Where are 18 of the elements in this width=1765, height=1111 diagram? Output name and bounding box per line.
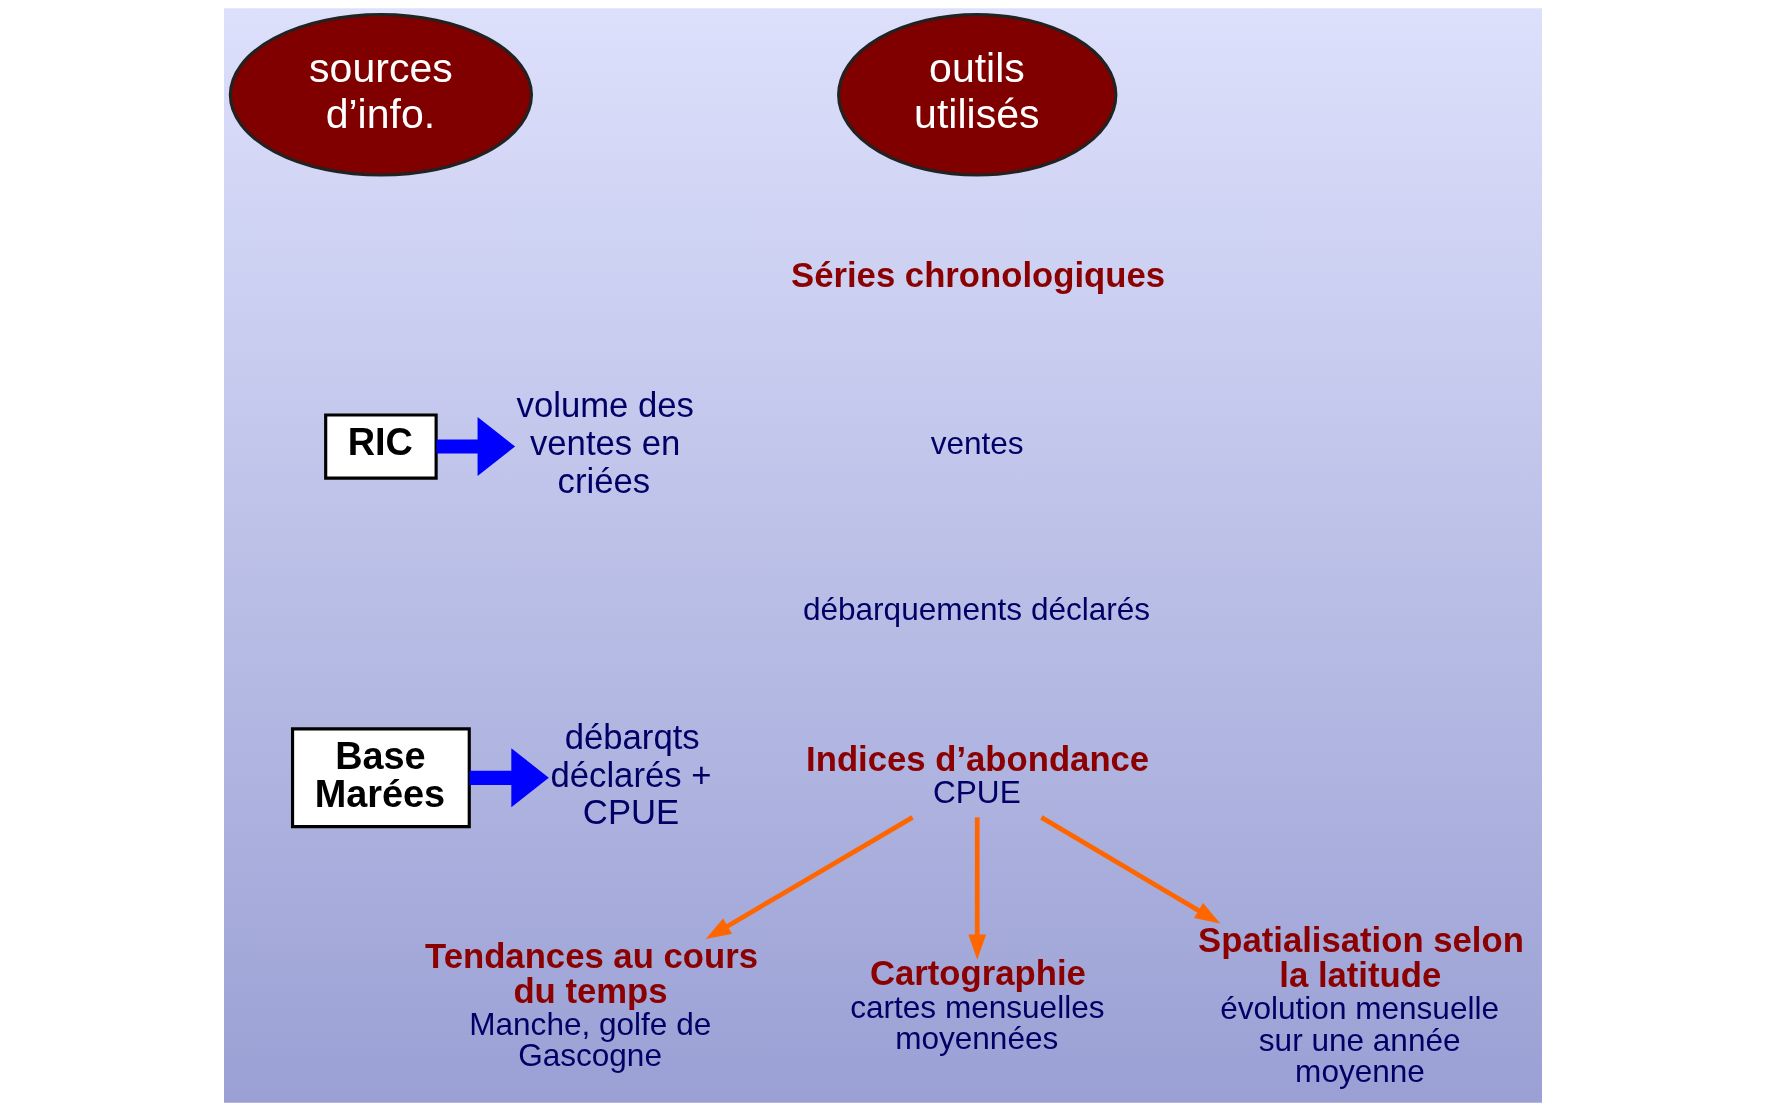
arrow [967,817,986,960]
arrow [705,815,914,939]
node-ellipse: outils utilisés [836,13,1117,177]
arrow [469,748,549,808]
node-text: volume des ventes en criées [516,386,694,501]
arrow [435,416,515,477]
label: ventes [930,425,1024,462]
node-text: débarqts déclarés + CPUE [549,717,712,832]
node-text: Indices d’abondance CPUE [805,739,1149,811]
node-text: Spatialisation selon la latitude évolution mensuelle sur une année moyenne [1197,921,1524,1090]
label: débarquements déclarés [802,591,1150,628]
node-ellipse: sources d’info. [228,13,533,177]
node-text: Tendances au cours du temps Manche, golfe de Gascogne [424,937,758,1074]
label: Séries chronologiques [790,255,1165,294]
node-box: Base Marées [290,727,471,829]
node-box: RIC [323,413,438,480]
node-text: Cartographie cartes mensuelles moyennées [849,954,1104,1057]
arrow [1039,815,1220,924]
